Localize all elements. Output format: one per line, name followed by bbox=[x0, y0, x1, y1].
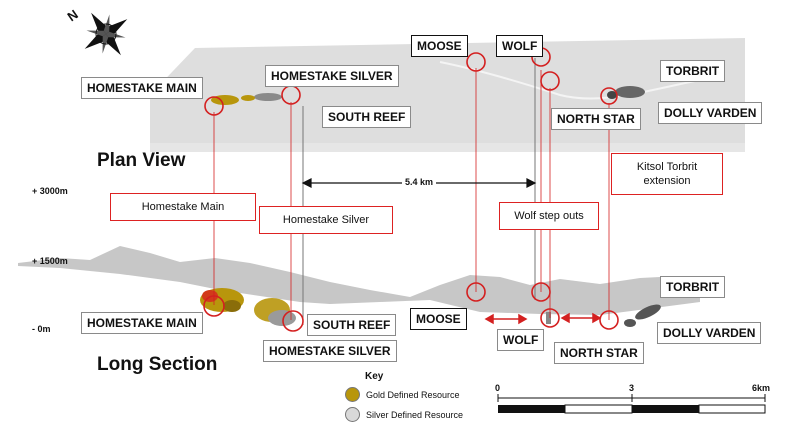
long-section-terrain bbox=[18, 246, 700, 315]
section-torbrit-resource bbox=[624, 304, 661, 327]
plan-label-homestake-silver: HOMESTAKE SILVER bbox=[265, 65, 399, 87]
callout-homestake-silver: Homestake Silver bbox=[259, 206, 393, 234]
callout-wolf-step-outs: Wolf step outs bbox=[499, 202, 599, 230]
compass-rose-icon bbox=[84, 12, 128, 56]
section-label-moose: MOOSE bbox=[410, 308, 467, 330]
elevation-1500: + 1500m bbox=[32, 256, 68, 266]
step-out-arrows bbox=[484, 312, 602, 325]
section-label-north-star: NORTH STAR bbox=[554, 342, 644, 364]
plan-label-wolf: WOLF bbox=[496, 35, 544, 57]
key-silver-label: Silver Defined Resource bbox=[366, 409, 464, 420]
location-circles bbox=[203, 47, 619, 332]
elevation-0: - 0m bbox=[32, 324, 51, 334]
key-gold: Gold Defined Resource bbox=[345, 387, 460, 402]
section-label-torbrit: TORBRIT bbox=[660, 276, 726, 298]
section-label-south-reef: SOUTH REEF bbox=[307, 314, 397, 336]
plan-label-homestake-main: HOMESTAKE MAIN bbox=[81, 77, 203, 99]
section-homestake-silver-resource bbox=[254, 298, 296, 326]
plan-torbrit-cluster bbox=[607, 86, 645, 99]
plan-view-title: Plan View bbox=[97, 150, 186, 171]
gold-swatch-icon bbox=[345, 387, 360, 402]
plan-label-torbrit: TORBRIT bbox=[660, 60, 726, 82]
plan-label-dolly-varden: DOLLY VARDEN bbox=[658, 102, 763, 124]
elevation-3000: + 3000m bbox=[32, 186, 68, 196]
silver-swatch-icon bbox=[345, 407, 360, 422]
plan-label-moose: MOOSE bbox=[411, 35, 468, 57]
long-section-title: Long Section bbox=[97, 354, 218, 375]
scale-label-6km: 6km bbox=[752, 383, 771, 393]
callout-homestake-main: Homestake Main bbox=[110, 193, 256, 221]
section-label-dolly-varden: DOLLY VARDEN bbox=[657, 322, 762, 344]
plan-view-lower-band bbox=[150, 143, 745, 152]
section-wolf-resource bbox=[546, 312, 551, 324]
scale-bar bbox=[497, 394, 766, 414]
section-label-wolf: WOLF bbox=[497, 329, 545, 351]
plan-label-south-reef: SOUTH REEF bbox=[322, 106, 412, 128]
key-silver: Silver Defined Resource bbox=[345, 407, 463, 422]
key-title: Key bbox=[365, 371, 384, 382]
key-gold-label: Gold Defined Resource bbox=[366, 389, 460, 400]
callout-kitsol-torbrit: Kitsol Torbrit extension bbox=[611, 153, 723, 195]
section-label-homestake-main: HOMESTAKE MAIN bbox=[81, 312, 203, 334]
plan-label-north-star: NORTH STAR bbox=[551, 108, 641, 130]
section-label-homestake-silver: HOMESTAKE SILVER bbox=[263, 340, 397, 362]
scale-label-0: 0 bbox=[495, 383, 501, 393]
distance-label: 5.4 km bbox=[402, 177, 437, 187]
scale-label-3: 3 bbox=[629, 383, 635, 393]
